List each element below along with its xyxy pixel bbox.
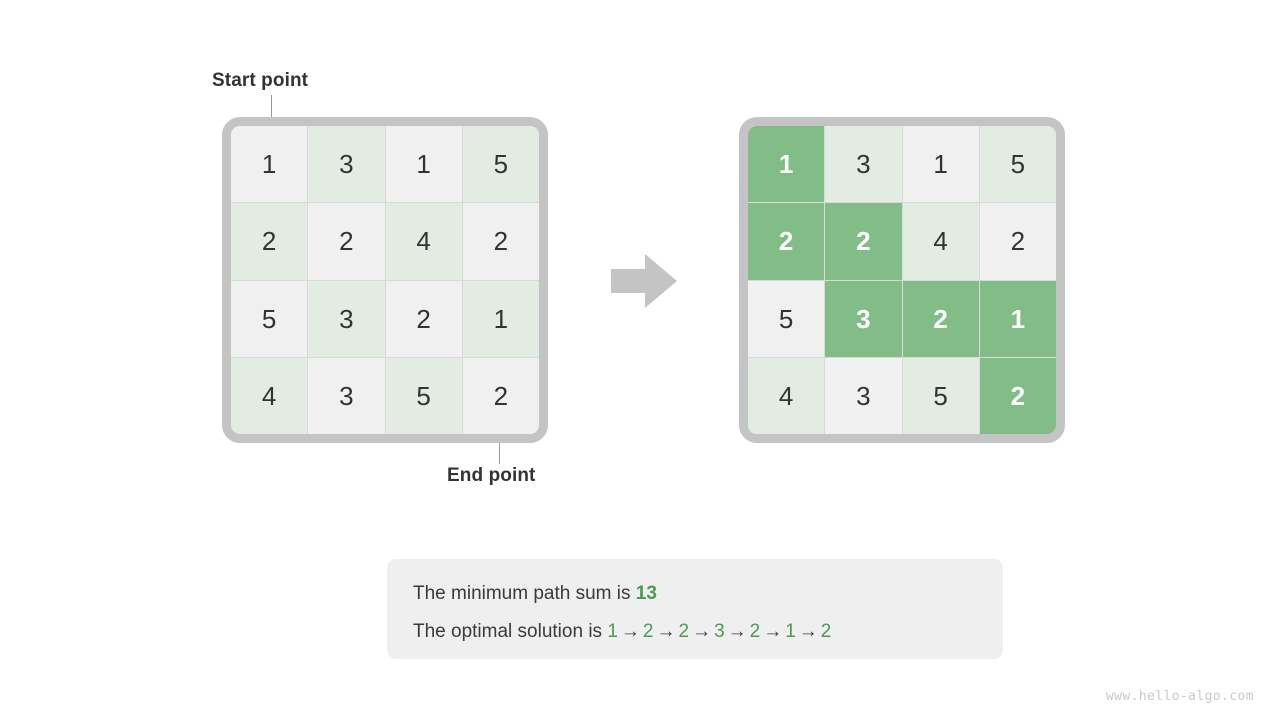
sequence-arrow: → <box>692 621 712 642</box>
sequence-arrow: → <box>798 621 818 642</box>
sequence-arrow: → <box>727 621 747 642</box>
sequence-value-6: 2 <box>820 621 832 642</box>
optimal-solution-prefix: The optimal solution is <box>413 621 603 642</box>
sequence-value-4: 2 <box>749 621 761 642</box>
end-point-label: End point <box>447 465 536 486</box>
grid-cell-r2-c2: 2 <box>385 280 462 357</box>
optimal-solution-sequence: 1→2→2→3→2→1→2 <box>607 621 831 642</box>
grid-cell-r3-c2: 5 <box>902 357 979 434</box>
sequence-value-5: 1 <box>785 621 796 642</box>
grid-cell-r2-c3: 1 <box>979 280 1056 357</box>
grid-cell-r3-c1: 3 <box>308 357 385 434</box>
grid-cell-r0-c2: 1 <box>902 126 979 203</box>
watermark: www.hello-algo.com <box>1105 689 1254 704</box>
sequence-arrow: → <box>656 621 676 642</box>
grid-cell-r2-c0: 5 <box>748 280 825 357</box>
right-block-arrow-icon <box>611 254 677 308</box>
grid-cell-r2-c1: 3 <box>308 280 385 357</box>
grid-cell-r2-c3: 1 <box>462 280 539 357</box>
grid-cell-r3-c1: 3 <box>825 357 902 434</box>
grid-cell-r2-c2: 2 <box>902 280 979 357</box>
grid-cell-r0-c1: 3 <box>825 126 902 203</box>
grid-cell-r0-c1: 3 <box>308 126 385 203</box>
grid-cell-r1-c0: 2 <box>231 203 308 280</box>
minimum-sum-line: The minimum path sum is 13 <box>413 575 977 613</box>
grid-cell-r2-c0: 5 <box>231 280 308 357</box>
grid-cell-r1-c1: 2 <box>308 203 385 280</box>
sequence-value-3: 3 <box>714 621 725 642</box>
grid-cell-r0-c3: 5 <box>979 126 1056 203</box>
sequence-value-2: 2 <box>678 621 690 642</box>
sequence-value-1: 2 <box>642 621 654 642</box>
grid-cell-r0-c0: 1 <box>748 126 825 203</box>
grid-cell-r0-c0: 1 <box>231 126 308 203</box>
sequence-arrow: → <box>763 621 783 642</box>
optimal-solution-line: The optimal solution is 1→2→2→3→2→1→2 <box>413 613 977 651</box>
minimum-sum-value: 13 <box>635 583 657 604</box>
grid-cell-r0-c3: 5 <box>462 126 539 203</box>
grid-cell-r0-c2: 1 <box>385 126 462 203</box>
grid-cell-r1-c0: 2 <box>748 203 825 280</box>
grid-cell-r1-c2: 4 <box>902 203 979 280</box>
minimum-sum-prefix: The minimum path sum is <box>413 583 631 604</box>
grid-cell-r3-c2: 5 <box>385 357 462 434</box>
sequence-arrow: → <box>620 621 640 642</box>
end-point-leader-line <box>499 438 500 464</box>
sequence-value-0: 1 <box>607 621 618 642</box>
grid-cell-r1-c1: 2 <box>825 203 902 280</box>
grid-cell-r3-c0: 4 <box>748 357 825 434</box>
grid-cell-r1-c3: 2 <box>462 203 539 280</box>
grid-cell-r3-c3: 2 <box>462 357 539 434</box>
grid-cell-r3-c0: 4 <box>231 357 308 434</box>
grid-cell-r1-c2: 4 <box>385 203 462 280</box>
grid-cell-r2-c1: 3 <box>825 280 902 357</box>
start-point-label: Start point <box>212 70 309 91</box>
grid-cell-r1-c3: 2 <box>979 203 1056 280</box>
grid-cell-r3-c3: 2 <box>979 357 1056 434</box>
result-panel: The minimum path sum is 13 The optimal s… <box>387 559 1003 659</box>
